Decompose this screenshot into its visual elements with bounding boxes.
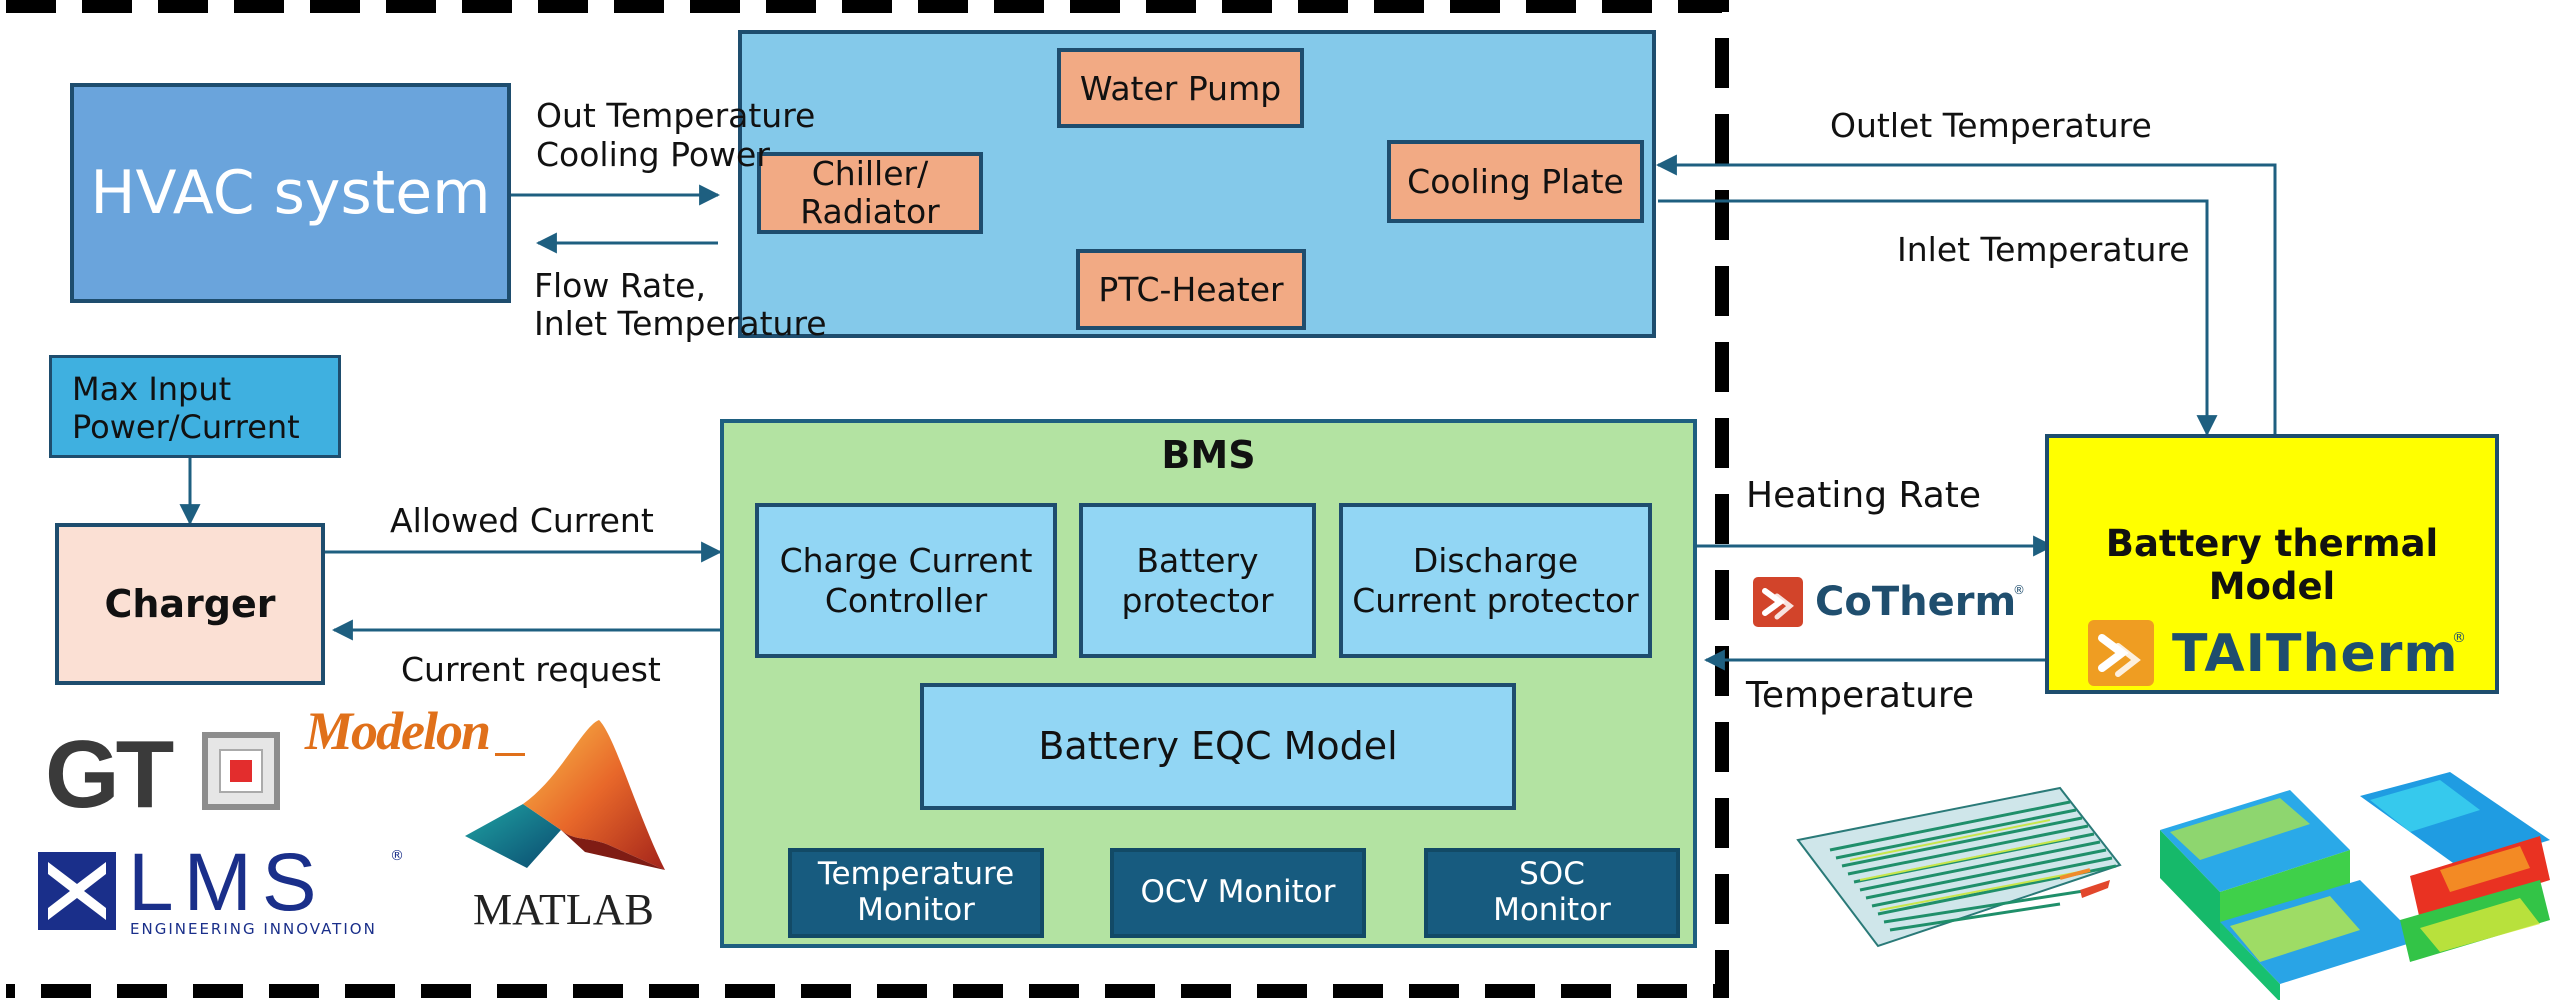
hvac-system-label: HVAC system	[90, 158, 491, 228]
wire-outlet-temperature	[1655, 154, 2277, 434]
out-temperature-label: Out Temperature	[536, 96, 816, 135]
cooling-plate-block: Cooling Plate	[1387, 140, 1644, 223]
charge-current-controller-block: Charge Current Controller	[755, 503, 1057, 658]
taitherm-logo: TAITherm ®	[2088, 620, 2488, 686]
max-input-block: Max Input Power/Current	[49, 355, 341, 458]
taitherm-registered-mark: ®	[2452, 630, 2466, 646]
ptc-heater-label: PTC-Heater	[1098, 270, 1284, 309]
max-input-label-line2: Power/Current	[72, 408, 300, 447]
gt-logo: GT	[45, 721, 285, 828]
chiller-radiator-block: Chiller/ Radiator	[757, 152, 983, 234]
cooling-plate-simulation-image	[1796, 772, 2550, 1000]
taitherm-logo-icon	[2088, 620, 2154, 686]
hvac-system-block: HVAC system	[70, 83, 511, 303]
current-request-label: Current request	[401, 650, 661, 689]
cotherm-logo-text: CoTherm	[1815, 579, 2017, 625]
charge-controller-line2: Controller	[824, 580, 988, 620]
lms-tagline: ENGINEERING INNOVATION	[130, 920, 377, 938]
discharge-protector-line2: Current protector	[1352, 580, 1639, 620]
gt-logo-icon	[202, 732, 280, 810]
outlet-temperature-label: Outlet Temperature	[1830, 106, 2152, 145]
battery-eqc-model-block: Battery EQC Model	[920, 683, 1516, 810]
cooling-plate-label: Cooling Plate	[1407, 162, 1624, 201]
ocv-monitor-label: OCV Monitor	[1140, 874, 1336, 911]
discharge-current-protector-block: Discharge Current protector	[1339, 503, 1652, 658]
matlab-logo: MATLAB	[465, 718, 675, 938]
flow-rate-label: Flow Rate,	[534, 266, 706, 305]
battery-thermal-title-line1: Battery thermal	[2105, 522, 2439, 565]
matlab-logo-text: MATLAB	[473, 885, 654, 934]
temperature-label: Temperature	[1746, 675, 1975, 716]
taitherm-logo-text: TAITherm	[2172, 624, 2459, 684]
max-input-label-line1: Max Input	[72, 370, 232, 408]
chiller-label-line1: Chiller/	[811, 154, 929, 194]
lms-logo: LMS ® ENGINEERING INNOVATION	[38, 837, 408, 940]
temperature-monitor-block: Temperature Monitor	[788, 848, 1044, 938]
matlab-membrane-icon	[465, 720, 665, 870]
battery-protector-line2: protector	[1121, 580, 1274, 620]
bms-title: BMS	[1161, 433, 1256, 477]
lms-logo-text: LMS	[128, 837, 327, 928]
cotherm-logo-icon	[1753, 577, 1803, 627]
battery-thermal-title-line2: Model	[2208, 564, 2336, 608]
charger-block: Charger	[55, 523, 325, 685]
heating-rate-label: Heating Rate	[1746, 475, 1982, 516]
battery-protector-line1: Battery	[1136, 540, 1259, 580]
wire-inlet-temperature	[1658, 199, 2218, 437]
cotherm-registered-mark: ®	[2013, 583, 2025, 597]
allowed-current-label: Allowed Current	[390, 501, 654, 540]
charge-controller-line1: Charge Current	[779, 540, 1033, 580]
gt-logo-text: GT	[45, 721, 174, 828]
temperature-monitor-line2: Monitor	[857, 892, 975, 928]
battery-eqc-model-label: Battery EQC Model	[1038, 723, 1398, 768]
chiller-label-line2: Radiator	[800, 192, 940, 231]
cotherm-logo: CoTherm ®	[1753, 577, 2033, 633]
inlet-temperature-label: Inlet Temperature	[1897, 230, 2190, 269]
soc-monitor-line2: Monitor	[1493, 892, 1611, 928]
modelon-logo: Modelon	[305, 700, 535, 770]
temperature-monitor-line1: Temperature	[817, 856, 1015, 893]
modelon-logo-text: Modelon	[305, 701, 491, 761]
lms-logo-icon	[38, 852, 116, 930]
cooling-power-label: Cooling Power	[536, 135, 770, 174]
charger-label: Charger	[104, 582, 276, 626]
water-pump-block: Water Pump	[1057, 48, 1304, 128]
inlet-temperature-label-hvac: Inlet Temperature	[534, 304, 827, 343]
modelon-underline	[495, 753, 525, 756]
water-pump-label: Water Pump	[1079, 68, 1282, 108]
ocv-monitor-block: OCV Monitor	[1110, 848, 1366, 938]
battery-protector-block: Battery protector	[1079, 503, 1316, 658]
soc-monitor-line1: SOC	[1519, 856, 1585, 893]
lms-registered-mark: ®	[390, 848, 404, 864]
soc-monitor-block: SOC Monitor	[1424, 848, 1680, 938]
ptc-heater-block: PTC-Heater	[1076, 249, 1306, 330]
discharge-protector-line1: Discharge	[1412, 540, 1579, 580]
